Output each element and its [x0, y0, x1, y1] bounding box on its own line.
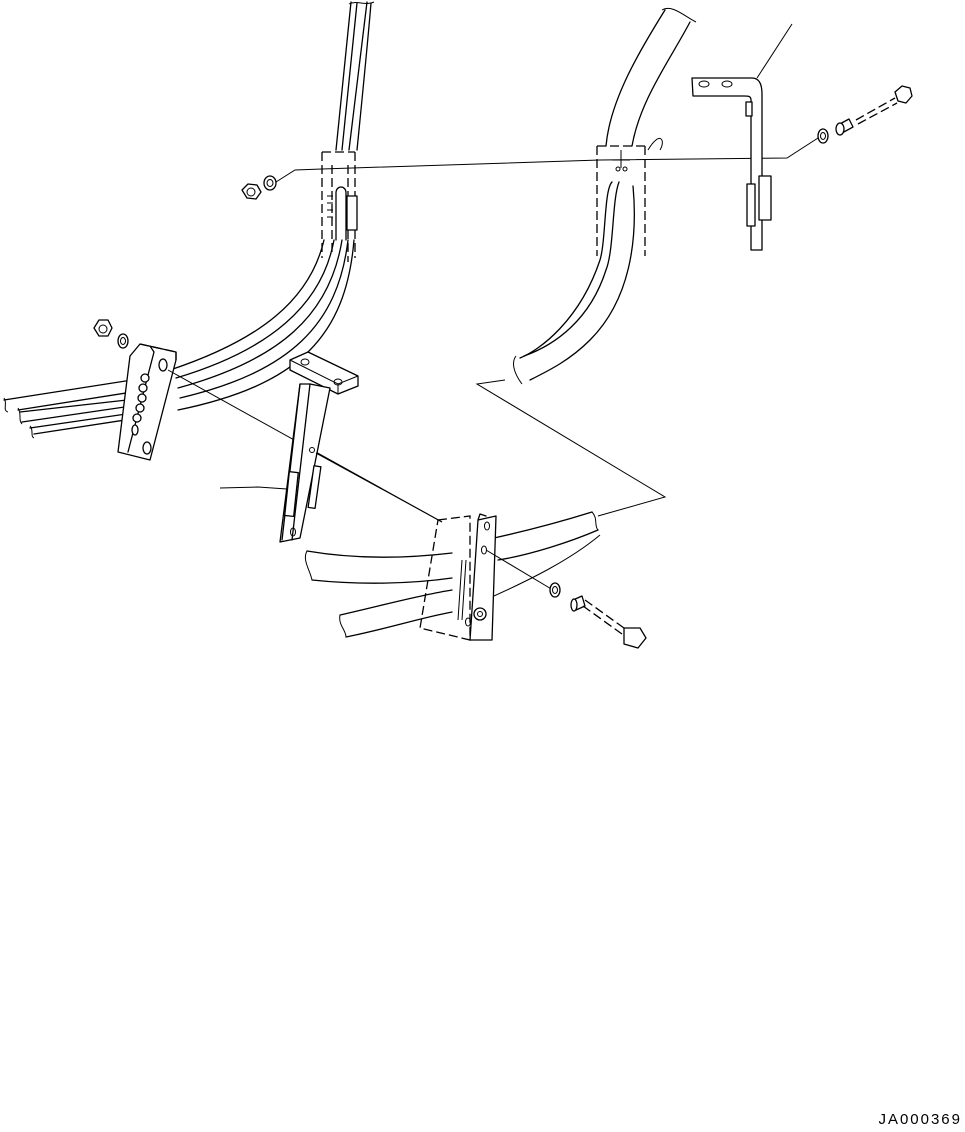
lower-bolt-set: [549, 582, 647, 649]
upper-bolt-set: [817, 85, 913, 144]
drawing-number: JA000369: [878, 1111, 962, 1128]
bolt-icon: [582, 599, 647, 649]
washer-icon: [817, 128, 829, 144]
upper-left-clamp: [321, 151, 358, 262]
hex-nut-icon: [241, 183, 262, 200]
washer-icon: [117, 333, 129, 349]
upper-left-hose-bundle: [169, 1, 375, 411]
spacer-icon: [570, 595, 586, 612]
upper-right-clamp: [596, 145, 646, 256]
t-bracket: [279, 351, 359, 543]
l-bracket: [691, 23, 793, 251]
washer-icon: [549, 582, 561, 598]
lower-clamp-block: [419, 513, 497, 641]
hex-nut-icon: [93, 319, 113, 337]
washer-icon: [263, 175, 277, 191]
upper-right-hose: [513, 8, 697, 385]
bolt-icon: [855, 85, 913, 125]
spacer-icon: [835, 118, 854, 136]
lower-hoses: [304, 511, 601, 638]
left-clamp-block: [117, 343, 177, 461]
